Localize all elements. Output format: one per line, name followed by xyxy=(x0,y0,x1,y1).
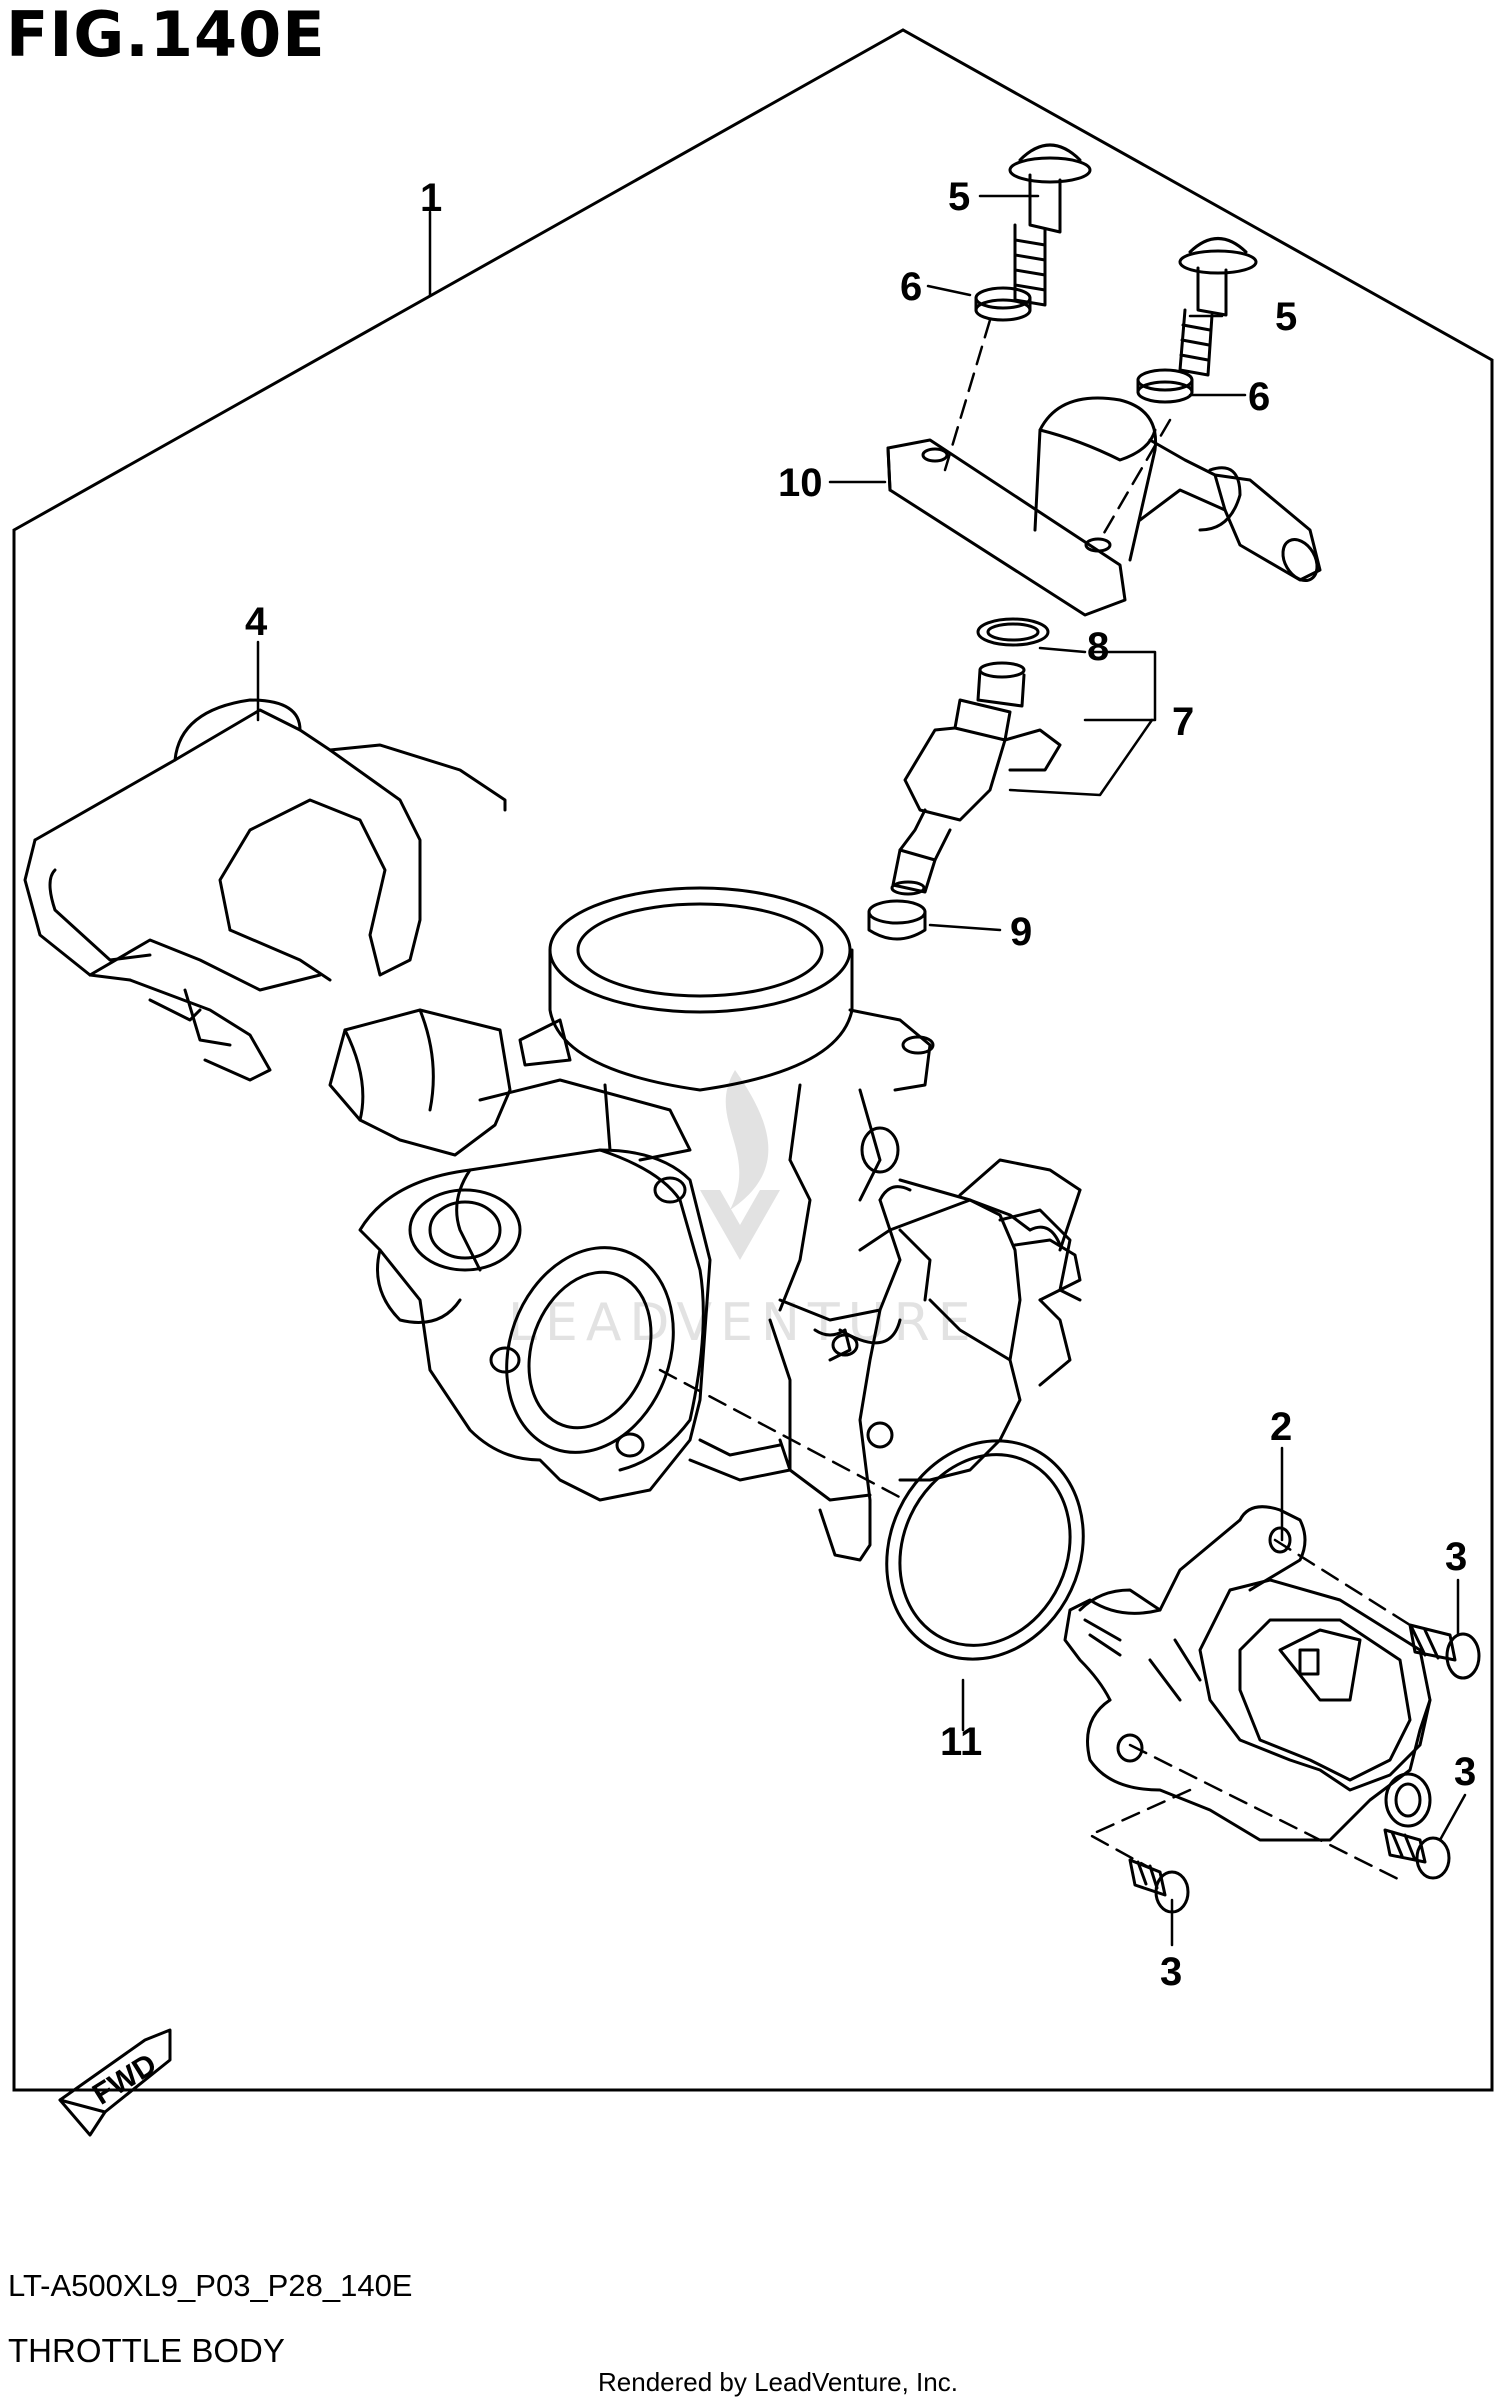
part-11-gasket xyxy=(885,1439,1085,1661)
model-code: LT-A500XL9_P03_P28_140E xyxy=(8,2268,413,2303)
callout-labels: 1 2 3 3 3 4 5 5 6 6 7 8 9 10 11 FWD xyxy=(87,175,1476,2112)
fwd-label: FWD xyxy=(87,2047,162,2111)
leader-lines xyxy=(256,194,1467,1947)
rendered-by-footer: Rendered by LeadVenture, Inc. xyxy=(598,2367,958,2397)
assembly-boundary xyxy=(12,28,1494,2092)
watermark: LEADVENTURE xyxy=(508,1070,979,1353)
callout-1: 1 xyxy=(420,176,442,220)
part-9-seal xyxy=(867,899,927,941)
callout-6: 6 xyxy=(900,265,922,309)
part-6-washer-right xyxy=(1136,368,1194,404)
fwd-arrow-icon xyxy=(58,2028,172,2137)
callout-4: 4 xyxy=(245,600,268,644)
part-3-screw-upper xyxy=(1408,1623,1481,1680)
callout-8: 8 xyxy=(1087,625,1109,669)
watermark-text: LEADVENTURE xyxy=(508,1293,979,1353)
callout-3: 3 xyxy=(1445,1535,1467,1579)
part-3-screw-right xyxy=(1383,1828,1451,1880)
part-10-fuel-delivery-pipe xyxy=(886,396,1322,617)
part-4-bracket xyxy=(23,698,507,1082)
part-1-throttle-body xyxy=(328,886,1082,1562)
part-6-washer-upper xyxy=(974,286,1032,322)
part-2-throttle-position-sensor xyxy=(1063,1505,1432,1842)
callout-3: 3 xyxy=(1454,1750,1476,1794)
part-7-fuel-injector xyxy=(890,661,1062,896)
callout-5: 5 xyxy=(948,175,970,219)
callout-2: 2 xyxy=(1270,1405,1292,1449)
callout-11: 11 xyxy=(940,1720,982,1764)
callout-9: 9 xyxy=(1010,910,1032,954)
diagram-caption: THROTTLE BODY xyxy=(8,2332,285,2369)
part-5-screw-upper xyxy=(1008,143,1092,307)
part-5-screw-right xyxy=(1178,237,1258,377)
callout-3: 3 xyxy=(1160,1950,1182,1994)
part-3-screw-lower xyxy=(1128,1858,1190,1914)
callout-10: 10 xyxy=(778,461,823,505)
callout-7: 7 xyxy=(1172,700,1194,744)
callout-5: 5 xyxy=(1275,295,1297,339)
part-8-o-ring xyxy=(976,617,1050,647)
figure-title: FIG.140E xyxy=(6,0,326,71)
callout-6: 6 xyxy=(1248,375,1270,419)
